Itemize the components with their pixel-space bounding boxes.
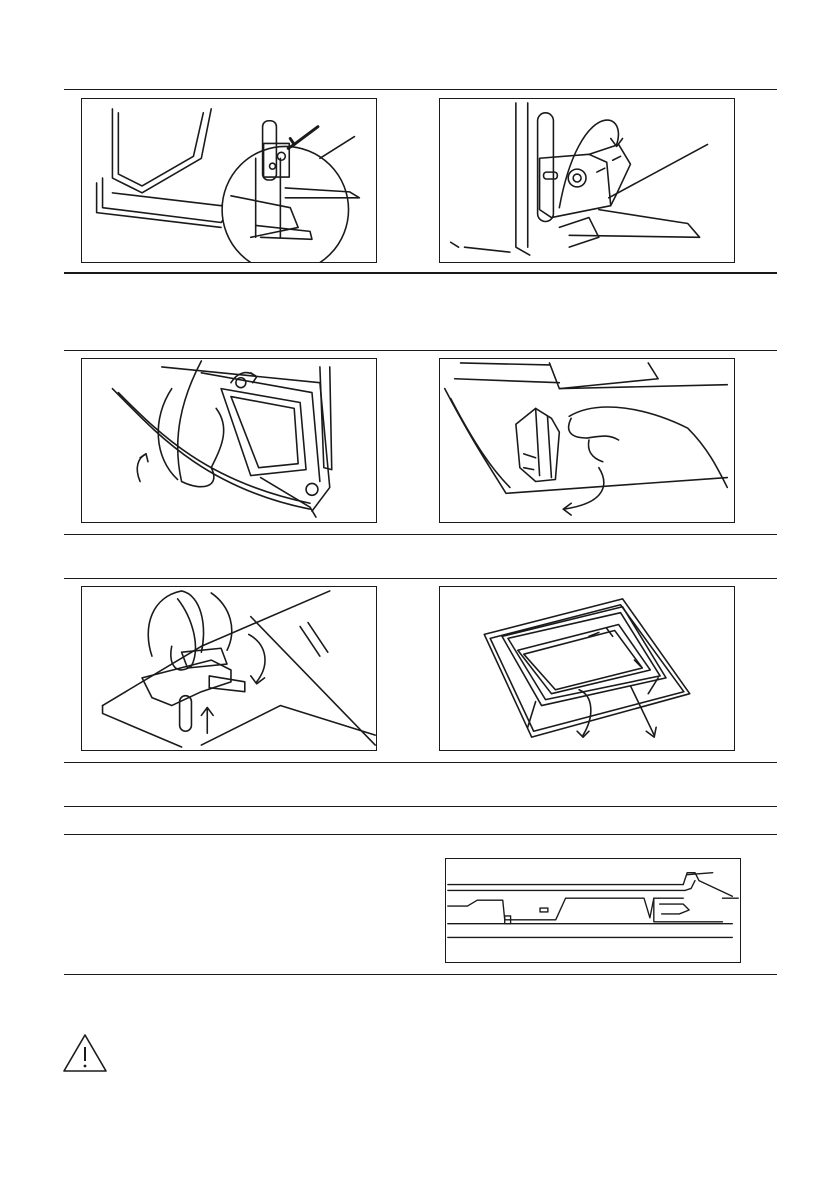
section-rule	[64, 534, 777, 535]
section-rule	[64, 350, 777, 351]
section-rule	[64, 89, 777, 90]
section-rule	[64, 272, 777, 274]
press-clip-illustration	[81, 586, 377, 751]
glass-panel-seating-illustration	[445, 858, 741, 963]
warning-triangle-icon	[62, 1033, 108, 1073]
section-rule	[64, 834, 777, 835]
release-trim-clip-illustration	[439, 358, 735, 523]
hinge-lever-rotate-illustration	[439, 98, 735, 263]
section-rule	[64, 806, 777, 807]
lift-door-trim-illustration	[81, 358, 377, 523]
door-hinge-lock-illustration	[81, 98, 377, 263]
section-rule	[64, 762, 777, 763]
section-rule	[64, 578, 777, 579]
remove-glass-panel-illustration	[439, 586, 735, 751]
section-rule	[64, 974, 777, 975]
